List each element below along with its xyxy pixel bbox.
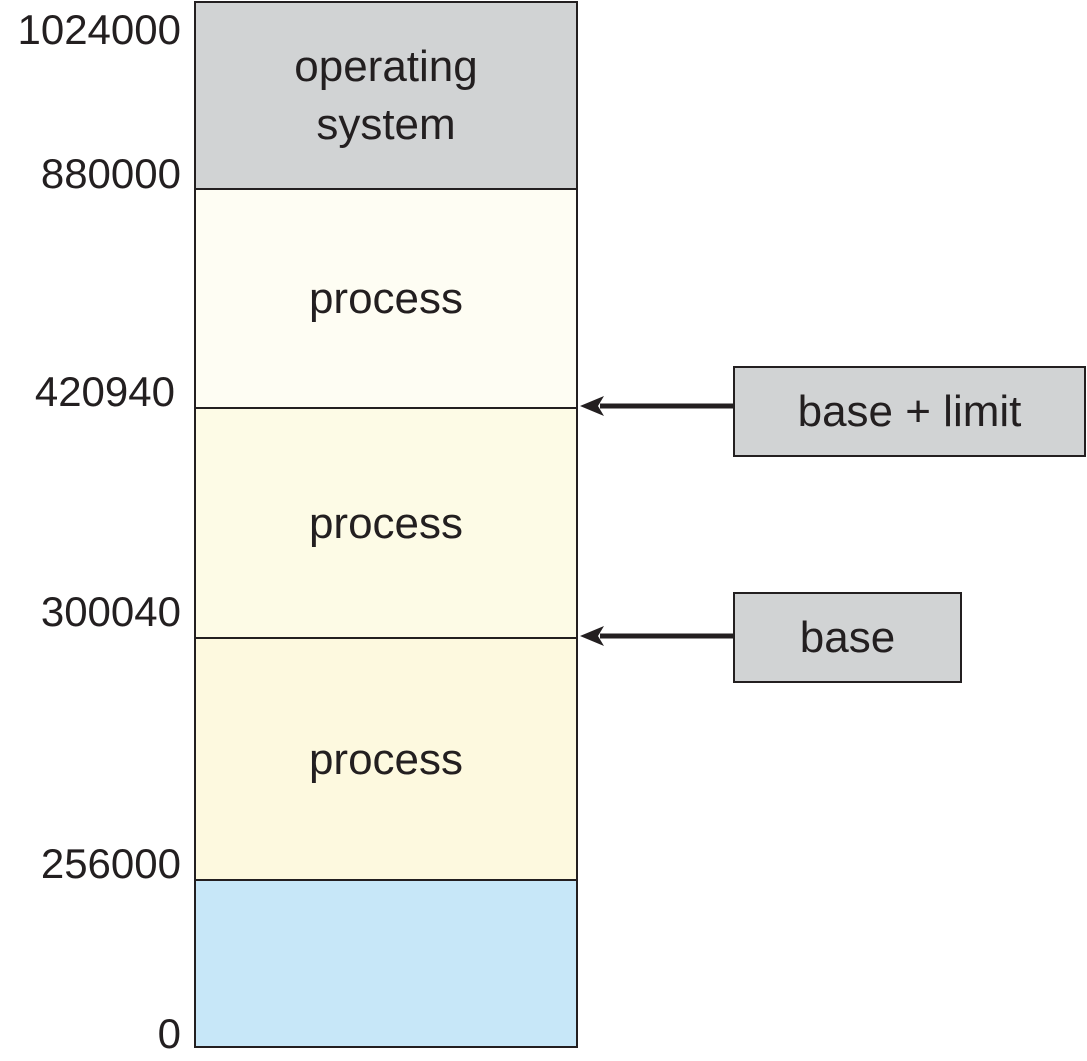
base-register: base [733, 592, 962, 683]
divider-300040 [196, 637, 576, 639]
operating-system-label: operating system [294, 41, 478, 149]
free-region [196, 881, 576, 1046]
process-label-bottom: process [308, 734, 464, 784]
process-region-top: process [196, 190, 576, 408]
divider-256000 [196, 879, 576, 881]
divider-420940 [196, 407, 576, 409]
address-0: 0 [157, 1010, 181, 1057]
operating-system-region: operating system [196, 3, 576, 188]
process-region-middle: process [196, 409, 576, 638]
base-label: base [799, 612, 896, 662]
address-256000: 256000 [40, 840, 181, 887]
divider-880000 [196, 188, 576, 190]
process-label-top: process [308, 274, 464, 323]
left-arrow-icon [580, 396, 734, 416]
left-arrow-icon [580, 626, 734, 646]
process-region-bottom: process [196, 639, 576, 880]
address-1024000: 1024000 [17, 6, 181, 53]
address-420940: 420940 [34, 368, 175, 415]
memory-layout: operating system process process process [194, 1, 578, 1048]
base-limit-register: base + limit [733, 366, 1086, 457]
address-880000: 880000 [40, 150, 181, 197]
base-limit-label: base + limit [797, 386, 1022, 436]
address-300040: 300040 [40, 588, 181, 635]
process-label-middle: process [308, 498, 464, 548]
